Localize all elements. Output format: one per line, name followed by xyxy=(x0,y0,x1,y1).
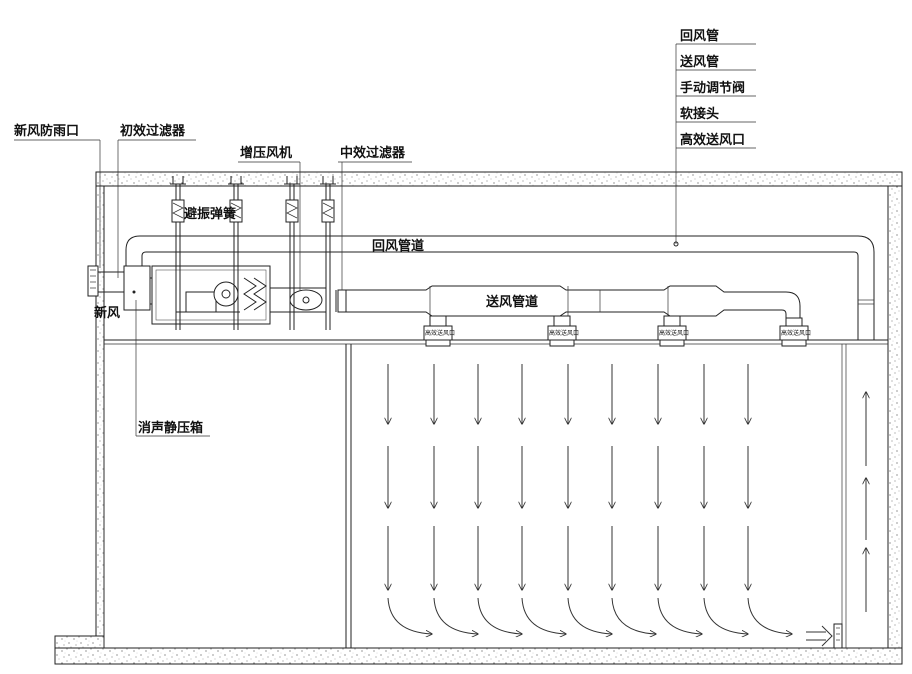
label-primary-filter: 初效过滤器 xyxy=(120,123,186,139)
outlet-tag: 高效送风口 xyxy=(425,329,455,337)
label-fresh-air: 新风 xyxy=(94,305,120,321)
hepa-outlet: 高效送风口 xyxy=(657,315,689,347)
air-handling-unit xyxy=(151,265,271,325)
hanger-with-isolator xyxy=(228,176,244,330)
label-return-duct: 回风管道 xyxy=(372,238,424,254)
curve-arrow xyxy=(433,597,478,634)
curve-arrow xyxy=(567,597,612,634)
curve-arrow xyxy=(657,597,702,634)
hepa-outlet: 高效送风口 xyxy=(423,315,455,347)
label-hepa-outlet: 高效送风口 xyxy=(680,132,745,148)
curve-arrow xyxy=(477,597,522,634)
label-medium-filter: 中效过滤器 xyxy=(340,145,406,161)
outlet-tag: 高效送风口 xyxy=(781,329,811,337)
label-supply-duct: 送风管道 xyxy=(485,294,538,310)
hepa-outlets: 高效送风口 高效送风口 高效送风口 高效送风口 xyxy=(423,315,811,347)
label-return-pipe: 回风管 xyxy=(680,28,719,44)
curve-arrow xyxy=(521,597,566,634)
label-booster-fan: 增压风机 xyxy=(240,145,292,161)
label-plenum-box: 消声静压箱 xyxy=(138,420,203,436)
leader-lines xyxy=(14,43,756,437)
return-grille xyxy=(806,623,843,649)
booster-fan xyxy=(269,287,347,313)
curve-arrow xyxy=(387,597,432,634)
outlet-tag: 高效送风口 xyxy=(659,329,689,337)
curve-arrow xyxy=(747,597,792,634)
hepa-outlet: 高效送风口 xyxy=(779,317,811,347)
curve-arrow xyxy=(703,597,748,634)
outlet-tag: 高效送风口 xyxy=(549,329,579,337)
label-supply-pipe: 送风管 xyxy=(679,54,719,70)
hanger-with-isolator xyxy=(320,176,336,330)
curve-arrow xyxy=(611,597,656,634)
label-damper: 手动调节阀 xyxy=(680,80,745,96)
supply-duct xyxy=(346,285,801,318)
airflow-arrows xyxy=(388,364,866,634)
hanger-with-isolator xyxy=(170,176,186,330)
hanger-with-isolator xyxy=(284,176,300,330)
labels: 回风管 送风管 手动调节阀 软接头 高效送风口 新风防雨口 初效过滤器 增压风机… xyxy=(14,28,745,436)
label-fresh-air-louver: 新风防雨口 xyxy=(14,123,79,139)
label-soft-joint: 软接头 xyxy=(680,106,719,122)
label-vibration-isolator: 避振弹簧 xyxy=(184,206,236,222)
hangers xyxy=(170,176,336,330)
hepa-outlet: 高效送风口 xyxy=(547,315,579,347)
